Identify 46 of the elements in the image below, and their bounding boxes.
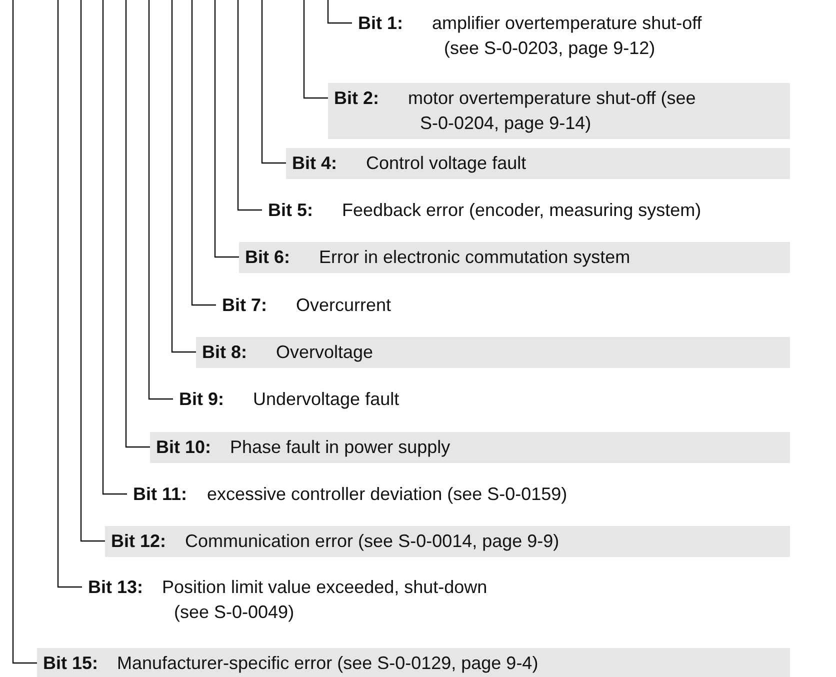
leader-line: [125, 0, 150, 448]
bit-number: Bit 11:: [133, 483, 188, 506]
highlight-band: [150, 432, 790, 463]
leader-line: [303, 0, 328, 99]
leader-line: [80, 0, 105, 542]
leader-line: [237, 0, 262, 211]
leader-line: [102, 0, 127, 495]
bit-number: Bit 9:: [179, 388, 225, 411]
bit-description: excessive controller deviation (see S-0-0159): [207, 483, 568, 506]
highlight-band: [105, 526, 790, 557]
bit-description: Feedback error (encoder, measuring system): [342, 199, 702, 222]
bit-description: motor overtemperature shut-off (see S-0-0204, page 9-14): [408, 87, 697, 135]
bit-number: Bit 7:: [222, 294, 268, 317]
bit-number: Bit 13:: [88, 576, 144, 599]
highlight-band: [239, 242, 790, 273]
highlight-band: [286, 148, 790, 179]
bit-number: Bit 10:: [156, 436, 212, 459]
bit-description: Undervoltage fault: [253, 388, 400, 411]
bit-description: Communication error (see S-0-0014, page 9-9): [185, 530, 560, 553]
leader-line: [191, 0, 216, 306]
bit-number: Bit 8:: [202, 341, 248, 364]
bit-description: Manufacturer-specific error (see S-0-0129, page 9-4): [117, 652, 538, 675]
bit-description: Control voltage fault: [366, 152, 526, 175]
bit-description: Error in electronic commutation system: [319, 246, 630, 269]
leader-line: [148, 0, 173, 400]
bit-description: Overcurrent: [296, 294, 392, 317]
bit-number: Bit 12:: [111, 530, 168, 553]
leader-line: [327, 0, 352, 24]
bit-number: Bit 6:: [245, 246, 291, 269]
bit-description: amplifier overtemperature shut-off (see S-0-0203, page 9-12): [432, 12, 703, 60]
leader-line: [214, 0, 239, 258]
highlight-band: [196, 337, 790, 368]
leader-line: [12, 0, 37, 664]
highlight-band: [328, 83, 790, 139]
bit-description: Position limit value exceeded, shut-down (see S-0-0049): [162, 576, 488, 624]
highlight-band: [37, 648, 790, 677]
bit-number: Bit 15:: [43, 652, 100, 675]
bit-number: Bit 2:: [334, 87, 380, 110]
bit-number: Bit 1:: [358, 12, 404, 35]
bit-number: Bit 5:: [268, 199, 314, 222]
bit-description: Overvoltage: [276, 341, 374, 364]
leader-line: [171, 0, 196, 353]
bit-description: Phase fault in power supply: [230, 436, 450, 459]
leader-line: [261, 0, 286, 164]
leader-line: [57, 0, 82, 588]
bit-number: Bit 4:: [292, 152, 338, 175]
